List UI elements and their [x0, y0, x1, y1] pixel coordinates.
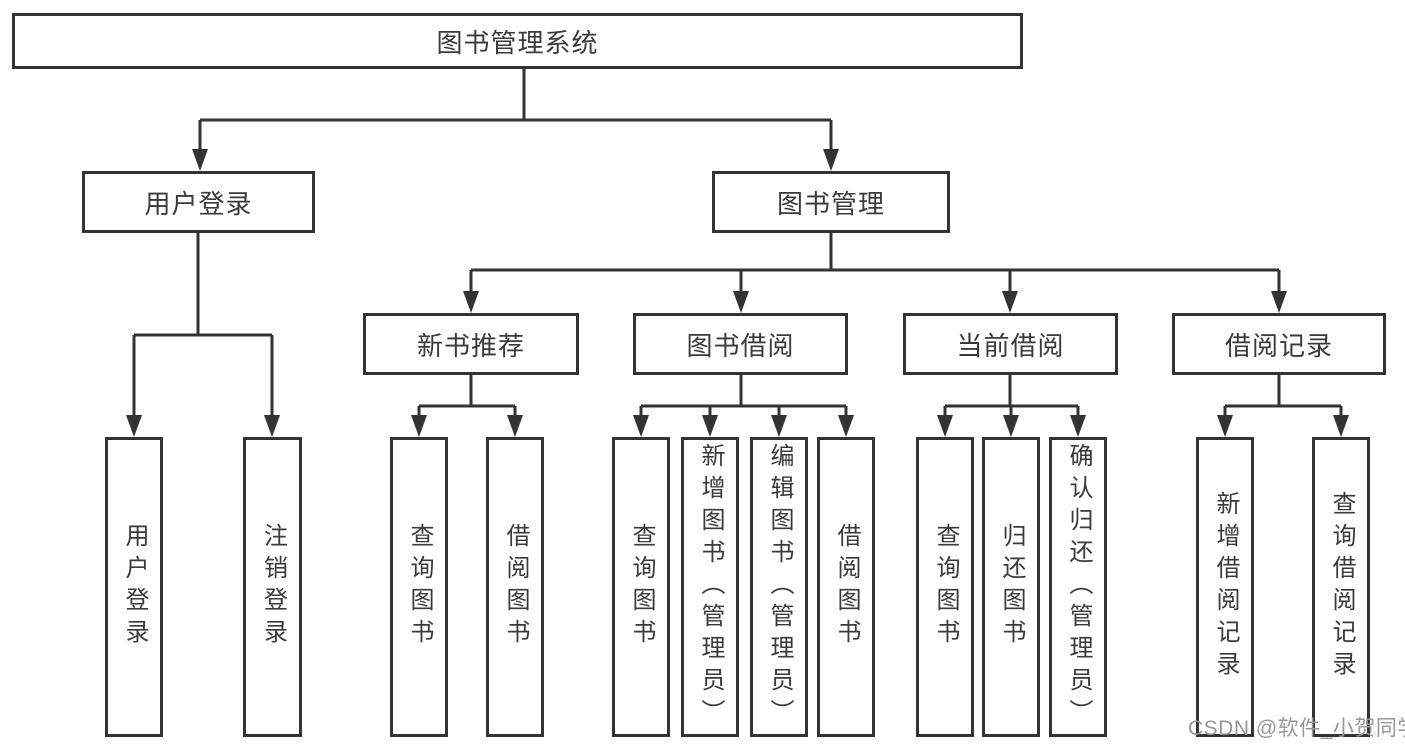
leaf-bb-edit-book-label: 编辑图书（管理员）: [766, 443, 793, 731]
node-borrow-record: 借阅记录: [1172, 313, 1386, 375]
connector-user-login: [132, 233, 274, 429]
node-root: 图书管理系统: [12, 13, 1023, 69]
leaf-bb-add-book: 新增图书（管理员）: [681, 437, 739, 737]
leaf-bb-query-book-label: 查询图书: [628, 523, 655, 651]
leaf-user-login: 用户登录: [105, 437, 163, 737]
leaf-cb-confirm-return-label: 确认归还（管理员）: [1065, 443, 1092, 731]
node-current-borrow-label: 当前借阅: [956, 330, 1065, 361]
node-root-label: 图书管理系统: [436, 27, 599, 58]
csdn-watermark: CSDN @软件_小贺同学: [1188, 717, 1405, 740]
leaf-logout: 注销登录: [243, 437, 302, 737]
leaf-bb-add-book-label: 新增图书（管理员）: [697, 443, 724, 731]
connector-book-borrow: [639, 375, 848, 429]
leaf-rec-query-book-label: 查询图书: [406, 523, 433, 651]
node-book-borrow: 图书借阅: [633, 313, 848, 375]
connector-borrow-record: [1223, 375, 1343, 429]
node-user-login-label: 用户登录: [144, 188, 253, 219]
leaf-rec-query-book: 查询图书: [390, 437, 448, 737]
node-user-login: 用户登录: [82, 171, 315, 233]
leaf-br-add-record-label: 新增借阅记录: [1212, 491, 1239, 683]
leaf-rec-borrow-book-label: 借阅图书: [502, 523, 529, 651]
leaf-bb-borrow-book-label: 借阅图书: [833, 523, 860, 651]
arrowheads: [126, 149, 1349, 437]
leaf-br-query-record: 查询借阅记录: [1312, 437, 1370, 737]
connector-book-mgmt: [469, 233, 1281, 305]
leaf-user-login-label: 用户登录: [121, 523, 148, 651]
node-book-borrow-label: 图书借阅: [686, 330, 795, 361]
leaf-bb-borrow-book: 借阅图书: [817, 437, 875, 737]
leaf-bb-query-book: 查询图书: [612, 437, 670, 737]
connector-new-book-rec: [417, 375, 517, 429]
node-borrow-record-label: 借阅记录: [1224, 330, 1333, 361]
leaf-cb-query-book-label: 查询图书: [932, 523, 959, 651]
leaf-rec-borrow-book: 借阅图书: [486, 437, 544, 737]
leaf-br-query-record-label: 查询借阅记录: [1328, 491, 1355, 683]
leaf-logout-label: 注销登录: [259, 523, 287, 651]
leaf-bb-edit-book: 编辑图书（管理员）: [750, 437, 808, 737]
leaf-cb-query-book: 查询图书: [916, 437, 974, 737]
leaf-cb-return-book: 归还图书: [982, 437, 1040, 737]
leaf-cb-confirm-return: 确认归还（管理员）: [1049, 437, 1107, 737]
connector-root: [198, 69, 833, 163]
node-current-borrow: 当前借阅: [903, 313, 1118, 375]
node-new-book-rec-label: 新书推荐: [416, 330, 525, 361]
leaf-br-add-record: 新增借阅记录: [1196, 437, 1254, 737]
node-book-mgmt: 图书管理: [712, 171, 950, 233]
node-new-book-rec: 新书推荐: [363, 313, 579, 375]
node-book-mgmt-label: 图书管理: [776, 188, 885, 219]
leaf-cb-return-book-label: 归还图书: [998, 523, 1025, 651]
